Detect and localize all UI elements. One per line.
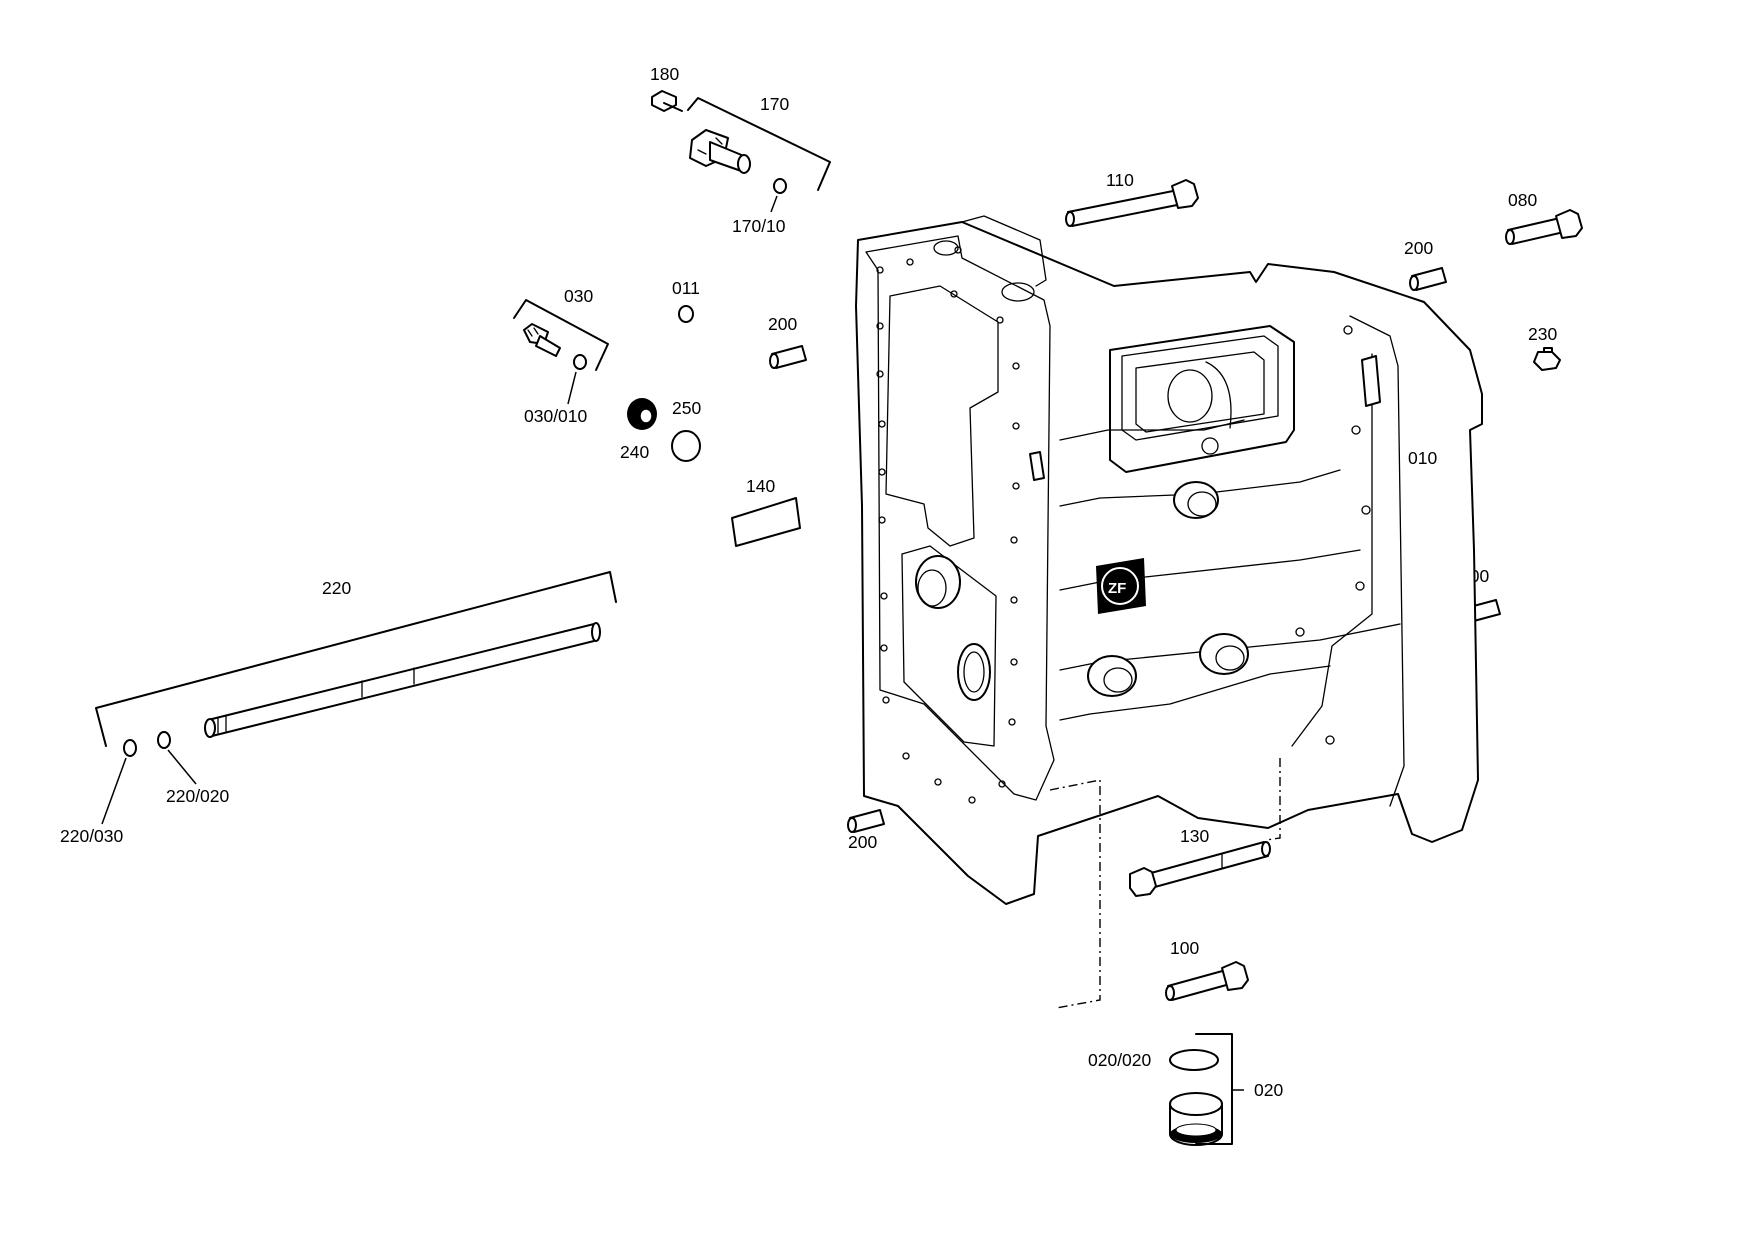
label-220-030: 220/030 — [60, 826, 124, 846]
label-010: 010 — [1408, 448, 1437, 468]
part-220-shaft — [204, 622, 601, 738]
part-240-nut — [627, 398, 657, 430]
bracket-170 — [687, 97, 831, 191]
part-080-bolt — [1505, 209, 1583, 245]
label-240: 240 — [620, 442, 649, 462]
label-170-10: 170/10 — [732, 216, 786, 236]
part-140-nameplate — [731, 497, 801, 547]
zf-logo: ZF — [1096, 558, 1146, 614]
part-250-oring — [671, 430, 701, 462]
label-100: 100 — [1170, 938, 1199, 958]
label-250: 250 — [672, 398, 701, 418]
label-020: 020 — [1254, 1080, 1283, 1100]
label-200-d: 200 — [848, 832, 877, 852]
label-020-020: 020/020 — [1088, 1050, 1152, 1070]
label-220: 220 — [322, 578, 351, 598]
label-030-010: 030/010 — [524, 406, 588, 426]
label-180: 180 — [650, 64, 679, 84]
label-130: 130 — [1180, 826, 1209, 846]
part-170-speed-sensor — [689, 129, 751, 174]
label-230: 230 — [1528, 324, 1557, 344]
part-100-bolt — [1165, 961, 1249, 1001]
part-110-bolt — [1065, 179, 1199, 227]
bracket-220 — [95, 571, 617, 747]
part-230-plug — [1533, 347, 1561, 371]
label-110: 110 — [1106, 170, 1134, 190]
label-220-020: 220/020 — [166, 786, 230, 806]
label-200-a: 200 — [1404, 238, 1433, 258]
part-200-dowel-bottom-left — [847, 809, 885, 833]
part-200-dowel-top-right — [1409, 267, 1447, 291]
logo-text: ZF — [1108, 580, 1126, 597]
label-170: 170 — [760, 94, 789, 114]
label-200-b: 200 — [768, 314, 797, 334]
part-200-dowel-top-mid — [769, 345, 807, 369]
bracket-030 — [513, 299, 609, 371]
flange-bolt-holes — [876, 246, 1020, 804]
part-180-screw — [651, 90, 683, 112]
part-130-bolt — [1129, 841, 1271, 897]
part-011-oring — [678, 305, 694, 323]
label-011: 011 — [672, 278, 700, 298]
label-030: 030 — [564, 286, 593, 306]
bracket-020 — [1195, 1033, 1244, 1145]
part-030-010-oring — [567, 354, 587, 405]
part-020-cover — [1169, 1092, 1223, 1146]
label-140: 140 — [746, 476, 775, 496]
part-020-020-oring — [1169, 1049, 1219, 1071]
part-220-020-ring — [157, 731, 197, 785]
part-030-sensor — [523, 323, 561, 357]
part-010-transmission-housing: ZF — [855, 215, 1483, 905]
part-170-10-oring — [770, 178, 787, 213]
part-220-030-ring — [101, 739, 137, 825]
label-080: 080 — [1508, 190, 1537, 210]
assembly-lines — [1049, 758, 1281, 1009]
